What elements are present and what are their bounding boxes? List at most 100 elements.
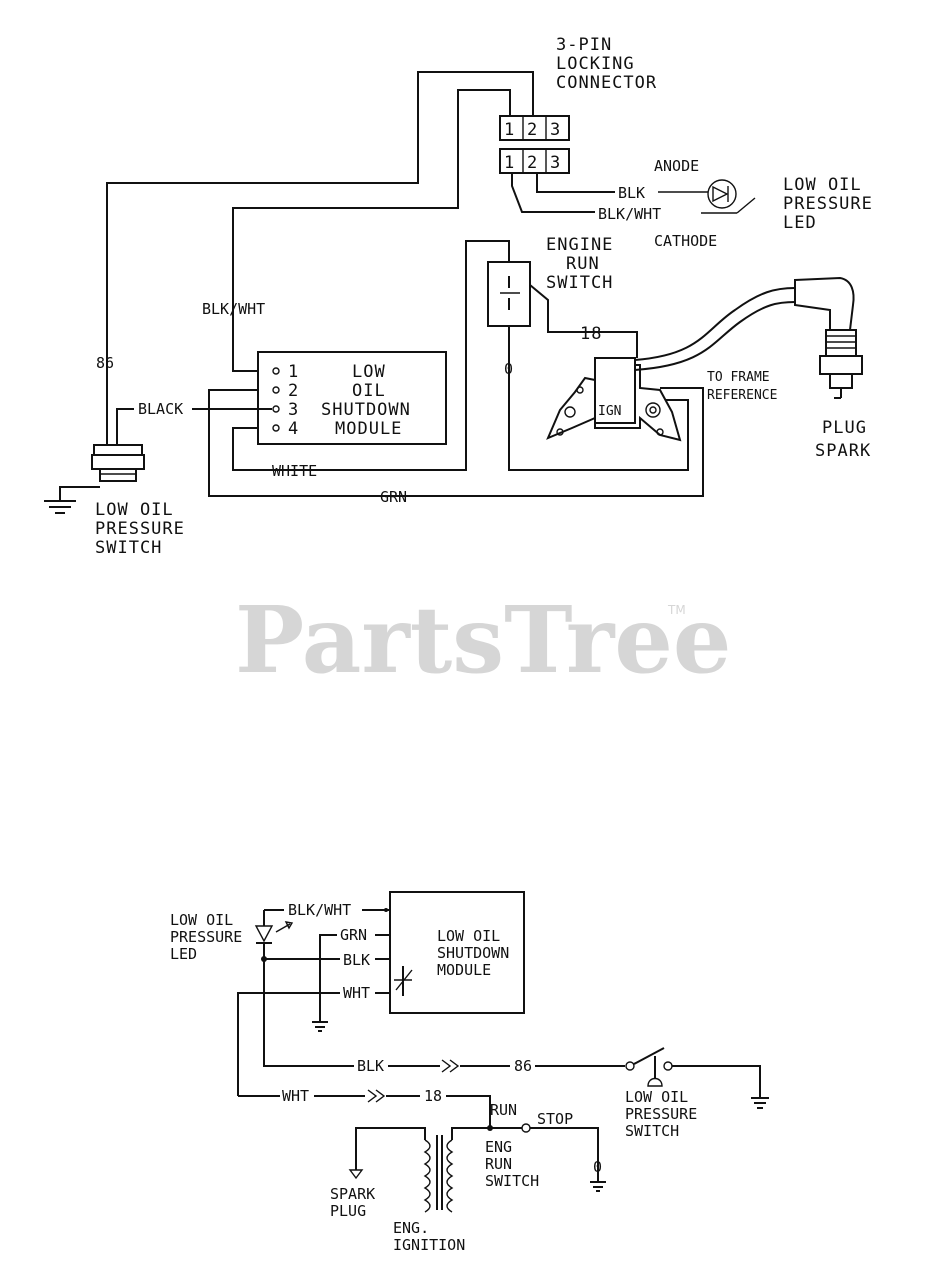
wire-86-label: 86 (96, 354, 114, 372)
pictorial-diagram: 3-PIN LOCKING CONNECTOR 1 2 3 1 2 3 86 B… (44, 35, 873, 558)
schem-blk-label: BLK (343, 951, 370, 969)
connector-upper-pin-3: 3 (550, 120, 561, 140)
schem-spark-plug-line-1: SPARK (330, 1185, 375, 1203)
spark-plug-icon (794, 276, 863, 399)
schem-low-oil-shutdown-module (389, 891, 525, 1014)
schem-eng-run-switch-line-1: ENG (485, 1138, 512, 1156)
wire-grn (208, 387, 704, 497)
schem-led-line-3: LED (170, 945, 197, 963)
schem-wht-label: WHT (343, 984, 370, 1002)
connector-upper: 1 2 3 (499, 115, 570, 141)
frame-reference-line-1: TO FRAME (707, 370, 770, 385)
module-label-line-2: OIL (352, 381, 386, 401)
connector-upper-pin-1: 1 (504, 120, 515, 140)
schem-blk-86-label: BLK (357, 1057, 384, 1075)
schem-18-label: 18 (424, 1087, 442, 1105)
pressure-switch-label-line-3: SWITCH (95, 538, 162, 558)
schem-grn-label: GRN (340, 926, 367, 944)
led-label-line-3: LED (783, 213, 817, 233)
run-switch-label-line-1: ENGINE (546, 235, 613, 255)
wire-0-label: 0 (504, 360, 513, 378)
schem-blk-wht-label: BLK/WHT (288, 901, 351, 919)
spark-plug-label-line-2: SPARK (815, 441, 871, 461)
led-cathode-label: CATHODE (654, 232, 717, 250)
spark-plug-label-line-1: PLUG (822, 418, 867, 438)
schem-led-icon (254, 910, 294, 960)
wire-black-label: BLACK (138, 400, 183, 418)
connector-lower-pin-2: 2 (527, 153, 538, 173)
schem-pressure-switch-line-3: SWITCH (625, 1122, 679, 1140)
schem-stop-label: STOP (537, 1110, 573, 1128)
partstree-watermark: PartsTree TM (235, 586, 731, 694)
engine-run-switch (487, 261, 531, 327)
module-label-line-1: LOW (352, 362, 386, 382)
schem-led-line-2: PRESSURE (170, 928, 242, 946)
ignition-label: IGN (598, 404, 621, 419)
run-switch-label-line-3: SWITCH (546, 273, 613, 293)
wire-18-label: 18 (580, 324, 602, 344)
connector-title-line-2: LOCKING (556, 54, 635, 74)
schem-eng-run-switch-icon (487, 1123, 606, 1192)
schem-module-switch-icon (394, 966, 413, 996)
led-label-line-2: PRESSURE (783, 194, 873, 214)
low-oil-shutdown-module (257, 351, 447, 445)
module-pin-1: 1 (288, 362, 299, 382)
schem-ignition-line-1: ENG. (393, 1219, 429, 1237)
ignition-module-icon (546, 357, 682, 442)
wire-led-blk-wht (511, 173, 595, 213)
schem-pressure-switch-line-1: LOW OIL (625, 1088, 688, 1106)
low-oil-pressure-switch-icon (44, 444, 145, 514)
wire-18 (529, 284, 638, 358)
run-switch-label-line-2: RUN (566, 254, 600, 274)
spark-plug-lead (634, 287, 796, 361)
watermark-trademark: TM (667, 603, 686, 617)
wire-0 (508, 326, 689, 471)
wire-black (116, 408, 134, 445)
schem-pressure-switch-line-2: PRESSURE (625, 1105, 697, 1123)
frame-reference-line-2: REFERENCE (707, 388, 777, 403)
pressure-switch-label-line-2: PRESSURE (95, 519, 185, 539)
module-pin-3: 3 (288, 400, 299, 420)
watermark-text: PartsTree (235, 586, 731, 694)
schem-pressure-switch-icon (625, 1047, 769, 1109)
connector-title-line-1: 3-PIN (556, 35, 612, 55)
wire-grn-label: GRN (380, 488, 407, 506)
led-wire-blk-label: BLK (618, 184, 645, 202)
wire-led-blk (536, 173, 615, 193)
schem-run-label: RUN (490, 1101, 517, 1119)
wire-blk-wht-module (232, 89, 511, 372)
schem-module-line-1: LOW OIL (437, 927, 500, 945)
schem-0-label: 0 (593, 1158, 602, 1176)
schem-spark-plug-line-2: PLUG (330, 1202, 366, 1220)
schematic-diagram: LOW OIL PRESSURE LED LOW OIL SHUTDOWN MO… (170, 891, 769, 1254)
led-anode-label: ANODE (654, 157, 699, 175)
wire-white-label: WHITE (272, 462, 317, 480)
schem-eng-run-switch-line-2: RUN (485, 1155, 512, 1173)
led-label-line-1: LOW OIL (783, 175, 862, 195)
wire-blk-wht-label: BLK/WHT (202, 300, 265, 318)
pressure-switch-label-line-1: LOW OIL (95, 500, 174, 520)
connector-lower-pin-3: 3 (550, 153, 561, 173)
schem-wht-18-label: WHT (282, 1087, 309, 1105)
connector-lower: 1 2 3 (499, 148, 570, 174)
schem-ignition-coil-icon (348, 1127, 490, 1213)
module-pin-4: 4 (288, 419, 299, 439)
module-pin-2: 2 (288, 381, 299, 401)
schem-wire-blk-86 (263, 959, 354, 1067)
wire-white (232, 240, 510, 471)
connector-upper-pin-2: 2 (527, 120, 538, 140)
connector-lower-pin-1: 1 (504, 153, 515, 173)
module-terminals (272, 367, 280, 432)
led-wire-blk-wht-label: BLK/WHT (598, 205, 661, 223)
module-label-line-4: MODULE (335, 419, 402, 439)
schem-wire-grn (319, 934, 337, 1022)
connector-title-line-3: CONNECTOR (556, 73, 657, 93)
schem-86-label: 86 (514, 1057, 532, 1075)
schem-module-line-2: SHUTDOWN (437, 944, 509, 962)
schem-eng-run-switch-line-3: SWITCH (485, 1172, 539, 1190)
schem-module-line-3: MODULE (437, 961, 491, 979)
module-label-line-3: SHUTDOWN (321, 400, 411, 420)
wire-86 (106, 71, 534, 445)
schem-ignition-line-2: IGNITION (393, 1236, 465, 1254)
